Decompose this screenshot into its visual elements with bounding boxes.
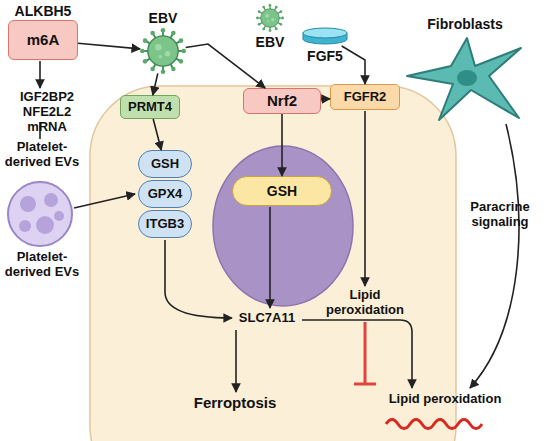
leader-arrow [235, 330, 237, 392]
leader-arrow [74, 194, 135, 208]
connector-arrow [342, 46, 365, 84]
virus-spike-tip [140, 49, 145, 54]
connector-arrow [281, 114, 283, 176]
nucleus [213, 146, 353, 306]
virus-spike-tip [150, 67, 155, 72]
process-label: Lipid peroxidation [320, 288, 410, 318]
vesicle-particle [44, 193, 58, 207]
process-label: Lipid peroxidation [378, 392, 512, 407]
node-label: PRMT4 [128, 100, 172, 115]
virus-dot [158, 55, 162, 59]
vesicle-particle [19, 220, 31, 232]
fibroblast-shape [405, 34, 525, 122]
virus-body [261, 9, 279, 27]
receptor-box: FGFR2 [330, 84, 400, 110]
node-label: GSH [267, 183, 297, 199]
virus-spike-tip [275, 28, 278, 31]
node-label: ITGB3 [146, 217, 184, 232]
source-label: Platelet-derived EVs [0, 250, 84, 280]
virus-shape [140, 28, 186, 74]
virus-body [148, 36, 178, 66]
gene-label: SLC7A11 [222, 311, 312, 326]
leader-arrow [165, 240, 232, 318]
virus-dot [267, 20, 269, 22]
protein-box: PRMT4 [120, 95, 180, 119]
virus-spike-tip [179, 38, 184, 43]
leader-arrow [39, 61, 41, 88]
virus-icon: EBV [140, 28, 186, 74]
outcome-label: Ferroptosis [170, 394, 300, 411]
leader-arrow [269, 207, 271, 308]
virus-spike-tip [262, 6, 265, 9]
virus-spike-tip [161, 69, 166, 74]
ligand-top [303, 28, 347, 38]
virus-spike-tip [150, 31, 155, 36]
virus-spike-tip [269, 4, 272, 7]
virus-spike-tip [281, 17, 284, 20]
connector-arrow [153, 73, 158, 95]
modification-box: ALKBH5m6A [8, 20, 78, 60]
vesicle-particle [20, 196, 36, 212]
vesicle-particle [36, 216, 54, 234]
connector-arrow [153, 119, 161, 150]
virus-spike-tip [258, 10, 261, 13]
fibroblast-cell: Fibroblasts [405, 34, 525, 122]
node-heading: ALKBH5 [0, 3, 137, 19]
virus-spike-tip [143, 59, 148, 64]
virus-dot [271, 18, 274, 21]
virus-spike-tip [161, 28, 166, 33]
virus-spike-tip [143, 38, 148, 43]
source-label: Platelet-derived EVs [0, 140, 84, 170]
vesicle-particle [54, 211, 64, 221]
virus-icon: EBV [256, 4, 284, 32]
virus-spike-tip [179, 59, 184, 64]
virus-spike-tip [269, 29, 272, 32]
virus-spike-tip [256, 17, 259, 20]
molecule-pill: GPX4 [138, 180, 192, 208]
virus-dot [155, 44, 161, 50]
virus-spike-tip [181, 49, 186, 54]
connector-arrow [321, 98, 330, 100]
virus-spike-tip [280, 10, 283, 13]
lipid-wave [386, 420, 482, 429]
molecule-pill: GSH [138, 150, 192, 178]
node-label: GPX4 [148, 187, 183, 202]
paracrine-arrow [470, 124, 519, 388]
signal-label: Paracrine signaling [452, 200, 548, 230]
virus-spike-tip [262, 28, 265, 31]
virus-dot [265, 14, 269, 18]
leader-arrow [364, 111, 366, 286]
inhibition-bar [354, 322, 376, 384]
gene-label: IGF2BP2 NFE2L2 mRNA [2, 90, 92, 135]
ligand-shape [300, 26, 350, 46]
node-label: FGFR2 [344, 90, 387, 105]
virus-spike-tip [280, 23, 283, 26]
virus-spike-tip [171, 31, 176, 36]
virus-spike-tip [171, 67, 176, 72]
molecule-pill: ITGB3 [138, 210, 192, 238]
virus-spike-tip [258, 23, 261, 26]
cell-body [90, 86, 456, 441]
vesicle [8, 182, 72, 246]
node-label: Nrf2 [267, 92, 297, 109]
virus-dot [165, 51, 171, 57]
node-label: GSH [151, 157, 179, 172]
fibroblast-nucleus [457, 70, 477, 86]
ligand-icon: FGF5 [300, 26, 350, 46]
node-heading: FGF5 [240, 48, 410, 64]
virus-spike-tip [275, 6, 278, 9]
protein-box: Nrf2 [243, 88, 321, 114]
virus-shape [256, 4, 284, 32]
connector-arrow [78, 43, 140, 49]
node-label: m6A [27, 31, 60, 48]
molecule-pill: GSH [232, 176, 332, 206]
connector-arrow [186, 44, 265, 88]
fibroblast-body [407, 38, 521, 120]
leader-arrow [302, 320, 412, 388]
node-heading: EBV [80, 10, 246, 26]
node-heading: Fibroblasts [345, 16, 550, 32]
